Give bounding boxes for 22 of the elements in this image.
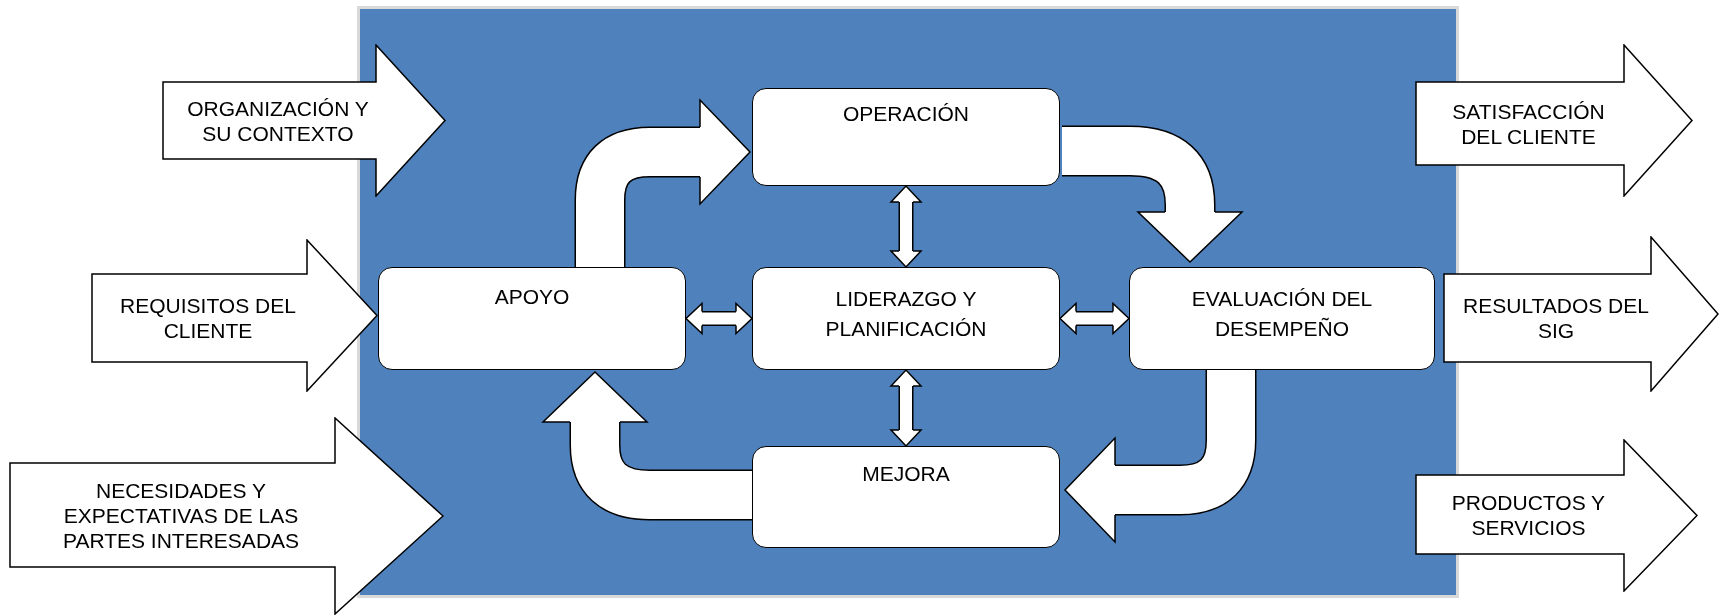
- pointer-tag: [9, 417, 444, 615]
- box-label: EVALUACIÓN DEL DESEMPEÑO: [1190, 286, 1374, 342]
- pointer-tag: [1415, 439, 1698, 592]
- box-label: OPERACIÓN: [843, 101, 969, 127]
- process-box: [752, 267, 1060, 370]
- arrow-label: REQUISITOS DEL CLIENTE: [119, 293, 297, 343]
- arrow-label: RESULTADOS DEL SIG: [1462, 293, 1650, 343]
- process-box: [752, 88, 1060, 186]
- pointer-tag: [162, 44, 446, 197]
- box-label: APOYO: [494, 284, 570, 310]
- process-box: [378, 267, 686, 370]
- arrow-label: SATISFACCIÓN DEL CLIENTE: [1451, 98, 1606, 149]
- arrow-label: PRODUCTOS Y SERVICIOS: [1450, 489, 1607, 540]
- arrow-label: ORGANIZACIÓN Y SU CONTEXTO: [186, 95, 370, 146]
- pointer-tag: [1415, 44, 1693, 197]
- pointer-tag: [1443, 236, 1719, 392]
- box-label: LIDERAZGO Y PLANIFICACIÓN: [824, 286, 988, 342]
- pointer-tag: [91, 239, 378, 392]
- arrow-label: NECESIDADES Y EXPECTATIVAS DE LAS PARTES INTERESADAS: [61, 477, 301, 553]
- process-box: [752, 446, 1060, 548]
- process-box: [1129, 267, 1435, 370]
- box-label: MEJORA: [862, 461, 950, 487]
